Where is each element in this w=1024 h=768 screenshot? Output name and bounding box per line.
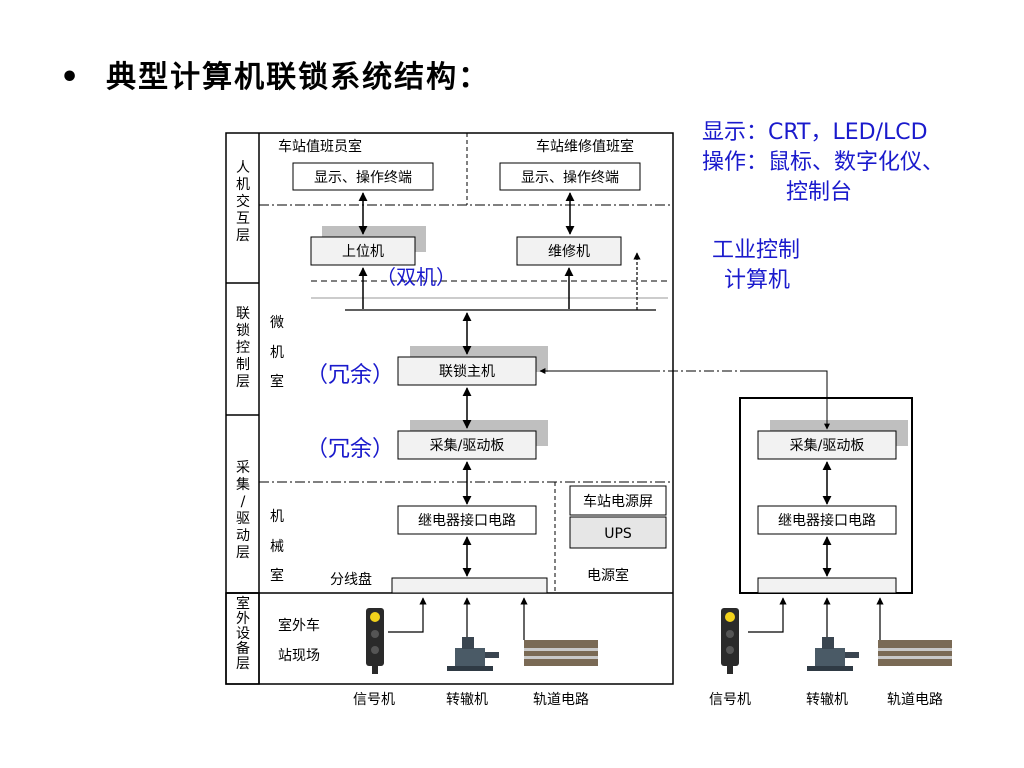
- room-outdoor-1: 室外车: [278, 617, 320, 634]
- layer-label-interlock-1: 联: [236, 306, 250, 322]
- industrial-note-line2: 计算机: [724, 268, 791, 293]
- relay-label: 继电器接口电路: [418, 512, 516, 529]
- layer-label-outdoor-2: 外: [236, 611, 250, 627]
- redundant-annotation-1: （冗余）: [306, 363, 394, 388]
- power-screen-box: [569, 485, 667, 516]
- room-mech-3: 室: [270, 567, 284, 584]
- layer-label-outdoor-5: 层: [236, 656, 250, 672]
- ups-box: [569, 516, 667, 549]
- terminal-label-2: 显示、操作终端: [521, 170, 619, 186]
- room-maint-duty: 车站维修值班室: [536, 138, 634, 155]
- device-label-signal-2: 信号机: [709, 692, 751, 708]
- interlock-host-label: 联锁主机: [439, 364, 495, 380]
- acq-board-box-2: [757, 430, 897, 460]
- display-note-text: 显示：CRT，LED/LCD: [702, 120, 928, 145]
- dual-machine-annotation: （双机）: [376, 265, 456, 289]
- terminal-box-1: [292, 162, 434, 191]
- room-power: 电源室: [587, 567, 629, 584]
- device-label-signal: 信号机: [353, 692, 395, 708]
- switch-machine-icon-2: [807, 637, 859, 671]
- layer-label-hmi-2: 机: [236, 177, 250, 193]
- layer-label-hmi-4: 互: [236, 211, 250, 227]
- room-micro-3: 室: [270, 373, 284, 390]
- track-circuit-icon-2: [878, 640, 952, 666]
- industrial-note-line1: 工业控制: [712, 238, 801, 263]
- acq-board-box: [397, 430, 537, 460]
- layer-label-outdoor-3: 设: [236, 626, 250, 642]
- operate-note-text-2: 控制台: [786, 180, 853, 205]
- switch-machine-icon: [447, 637, 499, 671]
- title-text: 典型计算机联锁系统结构：: [106, 60, 491, 95]
- device-label-switch: 转辙机: [446, 692, 488, 708]
- relay-box-2: [757, 505, 897, 535]
- interlock-host-box: [397, 356, 537, 386]
- terminal-label-1: 显示、操作终端: [314, 170, 412, 186]
- layer-label-hmi-5: 层: [236, 228, 250, 244]
- signal-icon: [366, 608, 384, 674]
- room-micro-2: 机: [270, 345, 284, 361]
- layer-label-interlock-3: 控: [236, 340, 250, 356]
- layer-label-interlock-5: 层: [236, 374, 250, 390]
- layer-label-acq-3: /: [241, 494, 246, 510]
- layer-label-hmi-1: 人: [236, 160, 250, 176]
- maint-computer-box: [516, 236, 622, 266]
- dist-panel-box: [391, 577, 548, 594]
- acq-board-label-2: 采集/驱动板: [790, 437, 865, 454]
- layer-label-interlock-2: 锁: [236, 323, 250, 339]
- industrial-computer-note: 工业控制 计算机: [712, 236, 800, 296]
- layer-label-hmi-3: 交: [236, 193, 250, 210]
- room-mech-2: 械: [270, 539, 284, 555]
- layer-label-outdoor-1: 室: [236, 595, 250, 612]
- dist-panel-label: 分线盘: [330, 571, 372, 588]
- relay-box: [397, 505, 537, 535]
- upper-computer-label: 上位机: [342, 244, 384, 260]
- track-circuit-icon: [524, 640, 598, 666]
- room-station-duty: 车站值班员室: [278, 138, 362, 155]
- layer-label-outdoor-4: 备: [236, 640, 250, 657]
- signal-icon-2: [721, 608, 739, 674]
- ups-label: UPS: [604, 526, 632, 542]
- main-frame: [225, 132, 674, 685]
- layer-label-acq-1: 采: [236, 460, 250, 476]
- dist-panel-box-2: [757, 577, 897, 594]
- display-note: 显示：CRT，LED/LCD 操作：鼠标、数字化仪、 控制台: [702, 118, 944, 208]
- layer-label-acq-6: 层: [236, 545, 250, 561]
- relay-label-2: 继电器接口电路: [778, 512, 876, 529]
- device-label-switch-2: 转辙机: [806, 692, 848, 708]
- acq-board-label: 采集/驱动板: [430, 437, 505, 454]
- device-label-track-2: 轨道电路: [887, 692, 943, 708]
- room-outdoor-2: 站现场: [278, 648, 320, 664]
- terminal-box-2: [499, 162, 641, 191]
- layer-label-acq-2: 集: [236, 476, 250, 493]
- room-micro-1: 微: [270, 315, 284, 331]
- maint-computer-label: 维修机: [548, 244, 590, 260]
- power-screen-label: 车站电源屏: [583, 493, 653, 510]
- layer-label-interlock-4: 制: [236, 357, 250, 373]
- room-mech-1: 机: [270, 509, 284, 525]
- page-title: • 典型计算机联锁系统结构：: [60, 52, 490, 96]
- device-label-track: 轨道电路: [533, 692, 589, 708]
- operate-note-text: 操作：鼠标、数字化仪、: [702, 150, 945, 175]
- layer-label-acq-5: 动: [236, 528, 250, 544]
- layer-label-acq-4: 驱: [236, 511, 250, 527]
- redundant-annotation-2: （冗余）: [306, 437, 394, 462]
- upper-computer-box: [310, 236, 416, 266]
- bullet: •: [60, 60, 82, 95]
